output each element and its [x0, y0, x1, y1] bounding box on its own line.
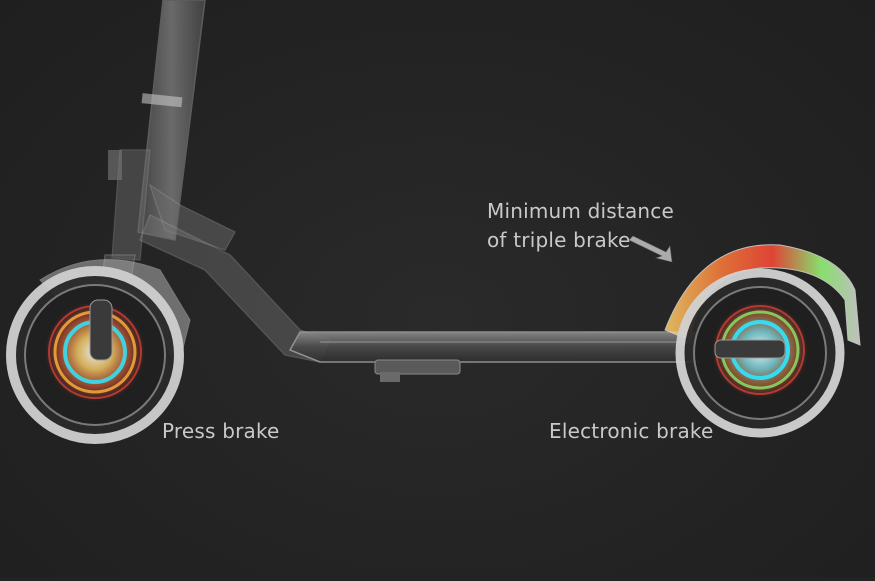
- rear-brake-text: Electronic brake: [549, 419, 714, 443]
- deck: [288, 331, 716, 382]
- headline-line-1: Minimum distance: [487, 199, 674, 223]
- rear-brake-label: Electronic brake: [549, 417, 714, 446]
- front-wheel: [6, 259, 191, 444]
- headline-line-2: of triple brake: [487, 228, 631, 252]
- arrow-down-right-icon: [628, 235, 673, 263]
- front-brake-text: Press brake: [162, 419, 280, 443]
- rear-wheel: [664, 244, 861, 438]
- front-brake-label: Press brake: [162, 417, 280, 446]
- headline: Minimum distance of triple brake: [487, 197, 674, 255]
